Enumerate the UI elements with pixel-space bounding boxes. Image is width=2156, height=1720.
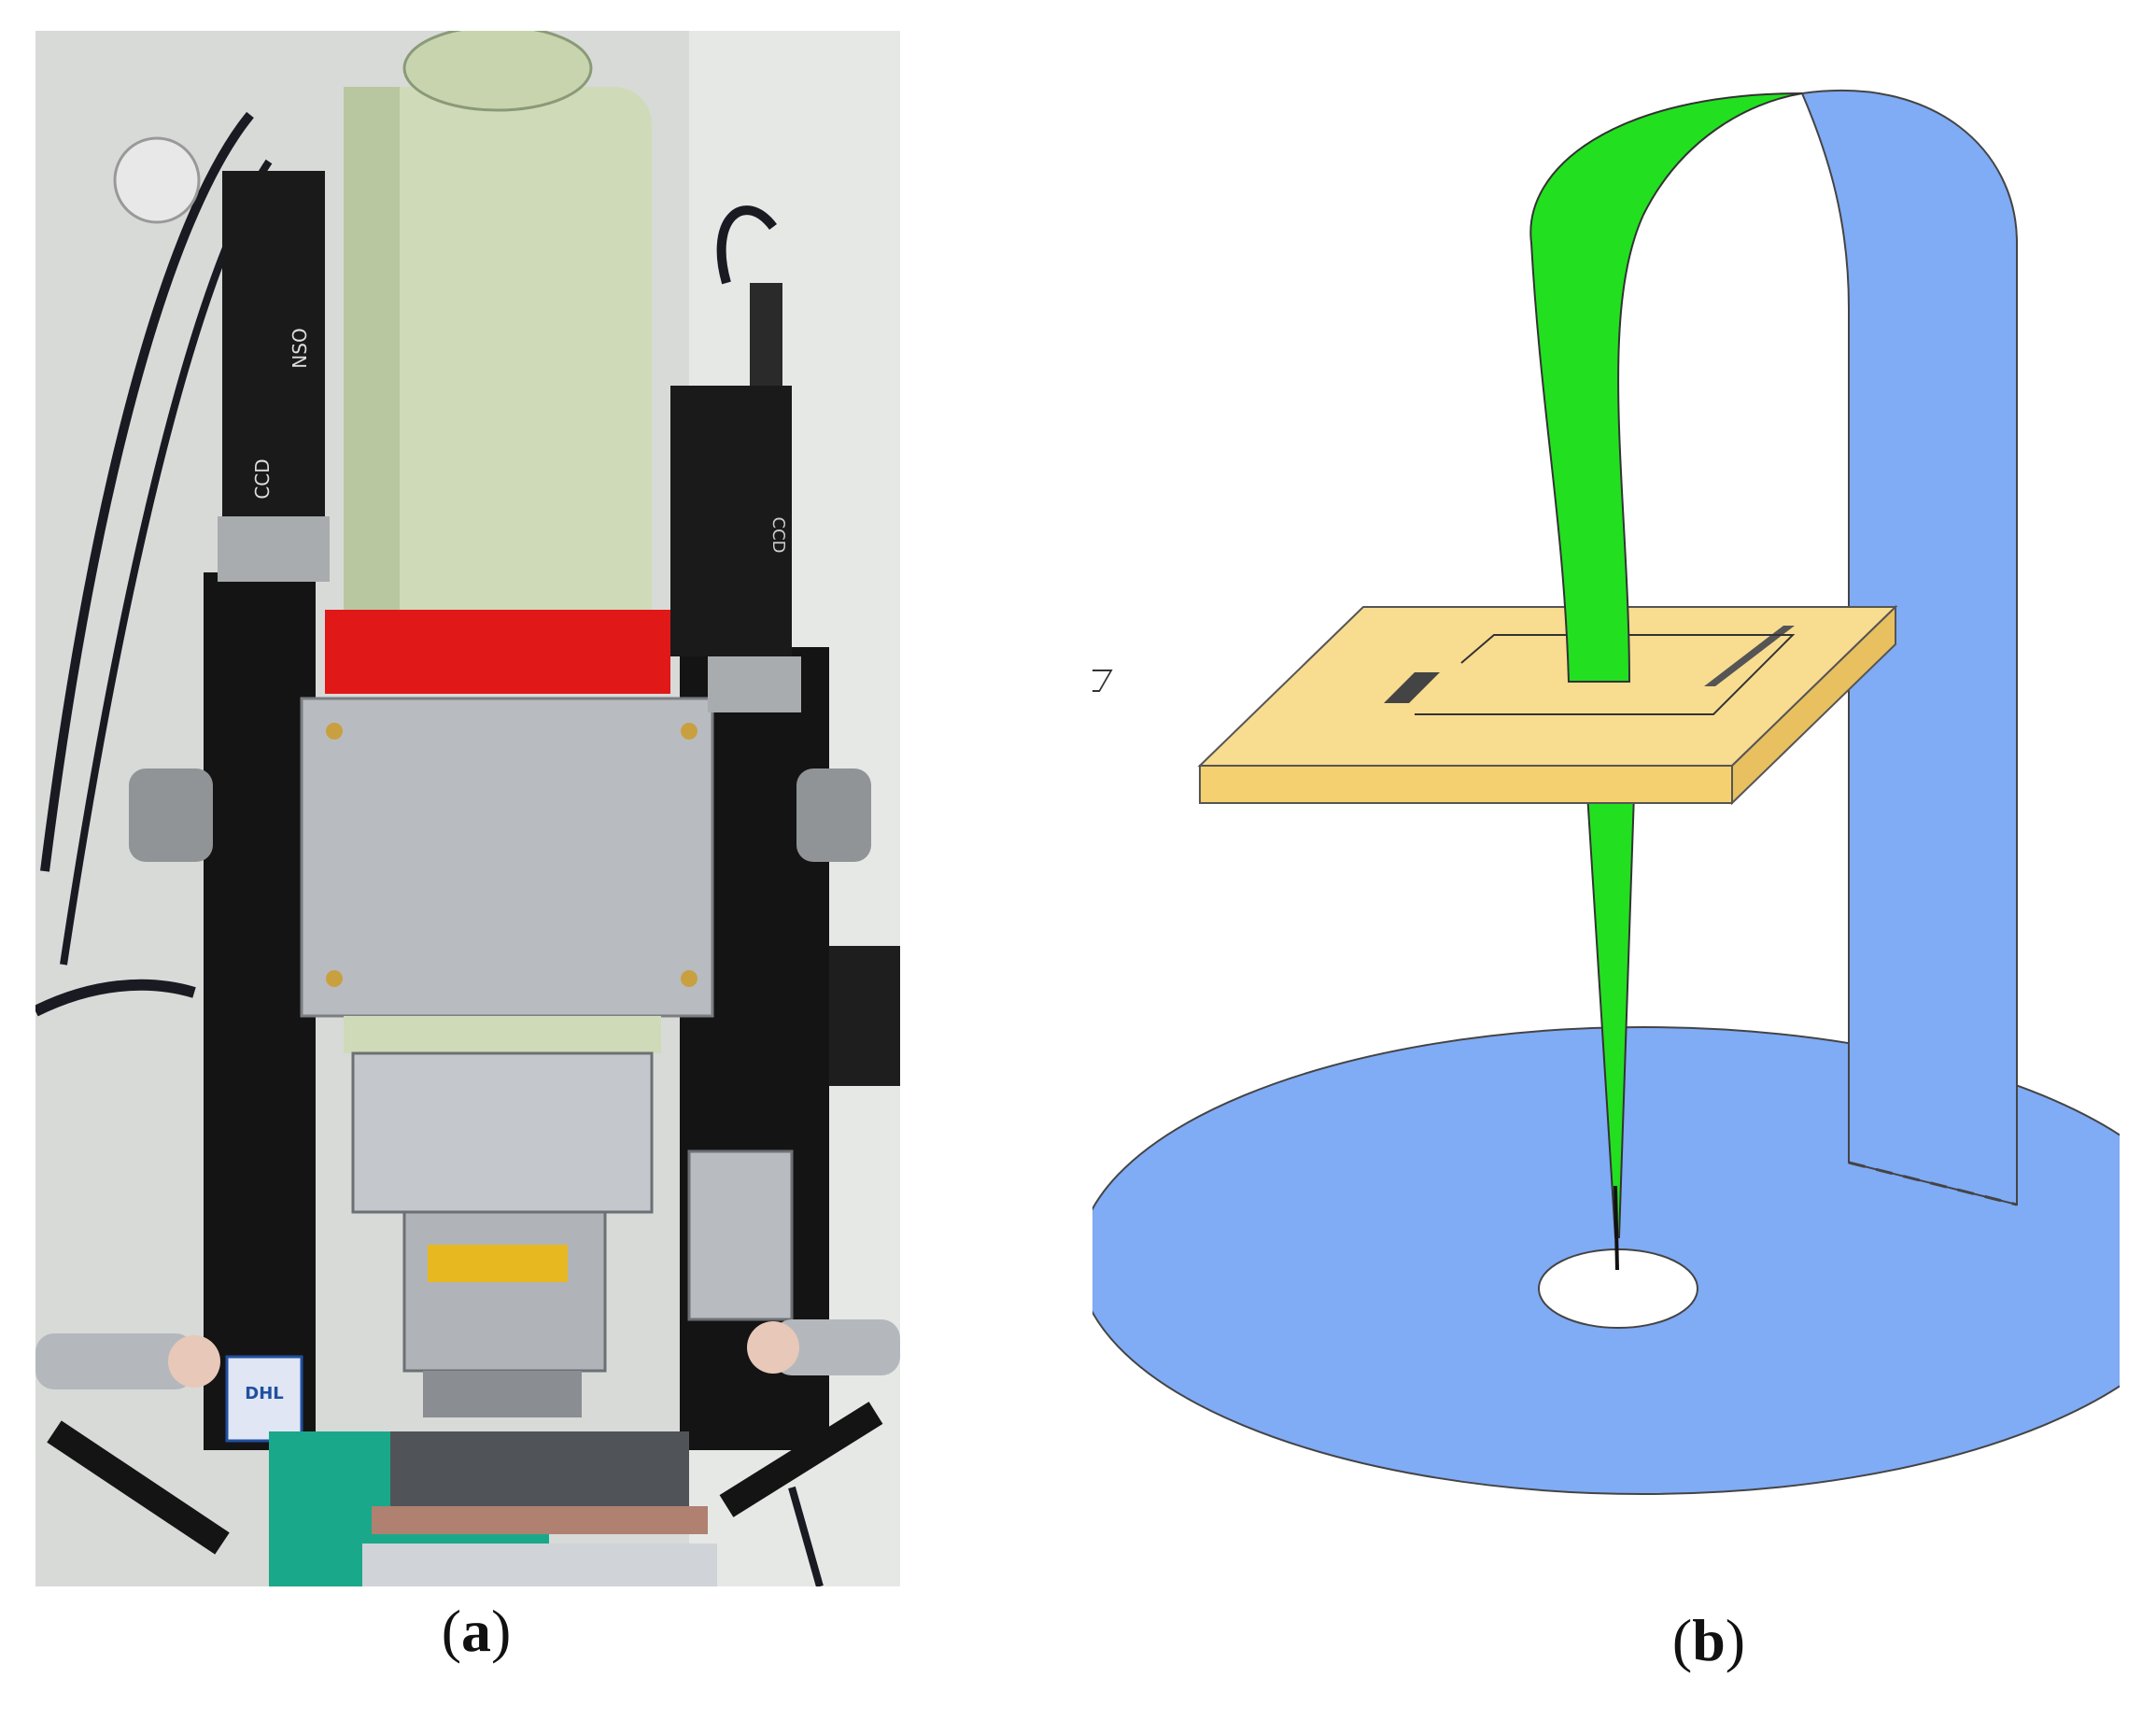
ccd-camera-right — [670, 386, 792, 656]
metal-plate — [300, 697, 714, 1018]
caption-open-paren: ( — [441, 1598, 461, 1664]
objective-housing — [351, 1051, 654, 1214]
camera-brand: NSO — [289, 328, 311, 368]
caption-b: (b) — [1634, 1606, 1783, 1675]
badge-label: DHL — [245, 1384, 283, 1403]
caption-letter: b — [1692, 1607, 1726, 1673]
caption-letter: a — [461, 1598, 491, 1664]
caption-a: (a) — [402, 1597, 551, 1666]
caption-open-paren: ( — [1671, 1607, 1693, 1673]
camera-label: CCD — [251, 458, 274, 499]
camera-label: CCD — [768, 517, 788, 554]
schematic — [1092, 89, 2120, 1495]
caption-close-paren: ) — [491, 1598, 512, 1664]
photo-panel-a: CCD NSO CCD DHL — [35, 31, 900, 1586]
diagram-panel-b — [1092, 56, 2120, 1513]
ccd-camera-left — [222, 171, 325, 516]
beam-upper — [1529, 92, 1803, 683]
cable — [40, 111, 254, 872]
knob — [129, 768, 213, 862]
circuit-trace — [1415, 634, 1796, 715]
setup-photo: CCD NSO CCD DHL — [35, 31, 900, 1586]
frame-left — [204, 572, 316, 1450]
red-band — [325, 610, 670, 694]
optical-tube — [344, 87, 652, 647]
stand-arm — [1800, 89, 2018, 1206]
caption-close-paren: ) — [1725, 1607, 1746, 1673]
knob — [796, 768, 871, 862]
lens — [402, 1210, 607, 1373]
